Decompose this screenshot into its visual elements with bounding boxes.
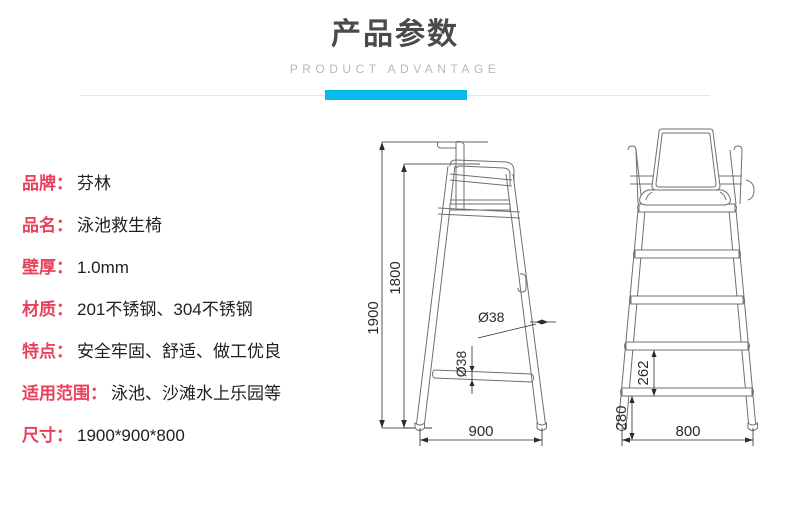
dim-label-800: 800 — [675, 423, 700, 440]
spec-label-features: 特点： — [22, 342, 73, 361]
spec-row: 尺寸：1900*900*800 — [22, 415, 352, 457]
spec-value-features: 安全牢固、舒适、做工优良 — [77, 342, 281, 361]
dim-label-diameter-rail: Ø38 — [453, 351, 469, 378]
spec-row: 适用范围：泳池、沙滩水上乐园等 — [22, 373, 352, 415]
dim-label-900: 900 — [468, 423, 493, 440]
lifeguard-chair-side-view-drawing: 1900 1800 — [365, 140, 556, 446]
spec-value-product-name: 泳池救生椅 — [77, 216, 162, 235]
product-spec-list: 品牌：芬林 品名：泳池救生椅 壁厚：1.0mm 材质：201不锈钢、304不锈钢… — [22, 163, 352, 457]
spec-label-size: 尺寸： — [22, 426, 73, 445]
spec-label-application: 适用范围： — [22, 384, 107, 403]
spec-row: 品牌：芬林 — [22, 163, 352, 205]
header-accent-bar — [325, 90, 467, 100]
page-subtitle: PRODUCT ADVANTAGE — [289, 62, 501, 76]
dim-label-1900: 1900 — [365, 301, 382, 334]
dim-label-1800: 1800 — [387, 261, 404, 294]
dim-label-262: 262 — [635, 360, 652, 385]
dim-label-280: 280 — [613, 405, 630, 430]
spec-label-brand: 品牌： — [22, 174, 73, 193]
lifeguard-chair-front-view-drawing: 262 280 800 — [613, 128, 758, 446]
spec-row: 品名：泳池救生椅 — [22, 205, 352, 247]
spec-value-brand: 芬林 — [77, 174, 111, 193]
spec-label-wall-thickness: 壁厚： — [22, 258, 73, 277]
spec-row: 特点：安全牢固、舒适、做工优良 — [22, 331, 352, 373]
page-title: 产品参数 — [331, 18, 459, 51]
dim-label-diameter-leg: Ø38 — [478, 309, 505, 325]
spec-value-wall-thickness: 1.0mm — [77, 258, 129, 277]
spec-value-material: 201不锈钢、304不锈钢 — [77, 300, 253, 319]
spec-value-application: 泳池、沙滩水上乐园等 — [111, 384, 281, 403]
spec-value-size: 1900*900*800 — [77, 426, 185, 445]
page-header: 产品参数 PRODUCT ADVANTAGE — [0, 0, 790, 110]
spec-row: 壁厚：1.0mm — [22, 247, 352, 289]
spec-label-material: 材质： — [22, 300, 73, 319]
spec-row: 材质：201不锈钢、304不锈钢 — [22, 289, 352, 331]
spec-label-product-name: 品名： — [22, 216, 73, 235]
